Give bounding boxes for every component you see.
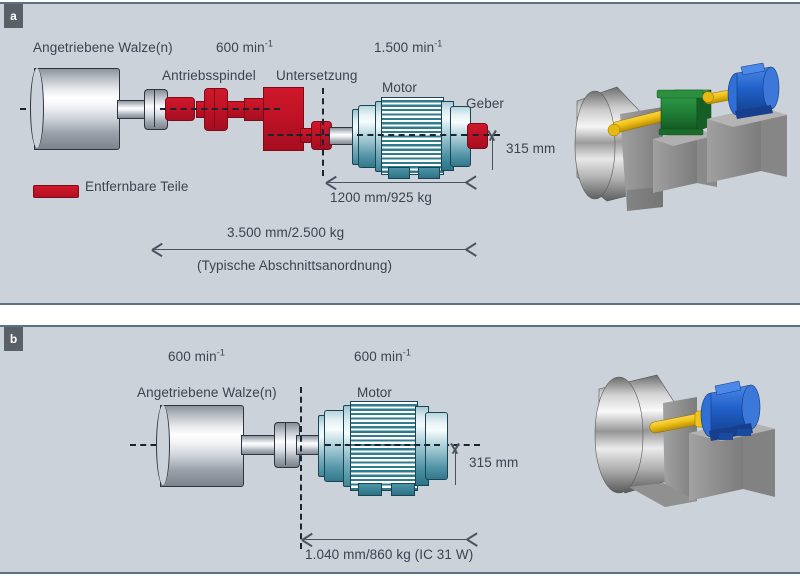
height-dimension-line-a <box>492 136 493 170</box>
coupling-split-line-b <box>285 423 287 465</box>
input-speed-exponent-a: -1 <box>264 38 273 49</box>
motor-non-drive-endshield-b <box>425 412 448 480</box>
motor-cooling-fins-a <box>381 97 444 175</box>
motor-front-reference-line-b <box>300 387 302 549</box>
motor-foot-right-a <box>418 167 440 179</box>
label-arrangement-note: (Typische Abschnittsanordnung) <box>197 258 393 273</box>
input-speed-value-a: 600 min <box>216 40 265 55</box>
panel-a-badge: a <box>4 4 23 28</box>
legend-swatch-removable <box>33 185 79 198</box>
render-a-motor <box>707 62 787 183</box>
render-a-gearbox <box>653 89 717 193</box>
input-speed-value-b: 600 min <box>168 349 217 364</box>
height-dimension-line-b <box>455 449 456 485</box>
panel-b-badge: b <box>4 327 23 351</box>
label-driven-roll-b: Angetriebene Walze(n) <box>137 385 277 400</box>
motor-length-dimension-line-b <box>302 539 467 540</box>
label-motor-speed-a: 1.500 min-1 <box>374 38 443 55</box>
centerline-a-motor <box>268 134 350 136</box>
centerline-a-spindle <box>160 108 280 110</box>
driven-roll-b <box>160 405 244 487</box>
label-reduction-gear: Untersetzung <box>276 68 358 83</box>
label-height-a: 315 mm <box>506 141 556 156</box>
motor-foot-left-b <box>358 483 382 496</box>
driven-roll-a <box>34 68 120 150</box>
label-motor-b: Motor <box>357 385 393 400</box>
total-length-dimension-line <box>152 249 466 250</box>
render-svg-a <box>574 62 787 211</box>
motor-cooling-fins-b <box>350 401 418 491</box>
panel-b: b 600 min-1 600 min-1 Angetriebene Walze… <box>0 325 800 574</box>
label-input-speed-a: 600 min-1 <box>216 38 273 55</box>
render-b-roll-group <box>594 374 697 507</box>
render-b-motor <box>700 380 761 441</box>
label-input-speed-b: 600 min-1 <box>168 347 225 364</box>
roll-break-symbol-a <box>30 68 44 148</box>
label-encoder: Geber <box>466 96 505 111</box>
render-svg-b <box>594 374 775 507</box>
roll-break-symbol-b <box>156 405 170 485</box>
render-scene-b <box>585 367 800 542</box>
motor-axis-b <box>325 444 440 446</box>
render-scene-a <box>565 59 795 259</box>
panel-a: a Angetriebene Walze(n) 600 min-1 Antrie… <box>0 2 800 305</box>
motor-foot-right-b <box>391 483 415 496</box>
label-height-b: 315 mm <box>469 455 519 470</box>
label-drive-spindle: Antriebsspindel <box>162 68 256 83</box>
label-motor-dimension-b: 1.040 mm/860 kg (IC 31 W) <box>305 547 474 562</box>
motor-length-dimension-line <box>326 182 466 183</box>
motor-foot-left-a <box>388 167 410 179</box>
label-motor-a: Motor <box>382 80 418 95</box>
render-a-roll-group <box>574 86 663 211</box>
motor-speed-value-b: 600 min <box>354 349 403 364</box>
label-motor-speed-b: 600 min-1 <box>354 347 411 364</box>
coupling-split-line-a <box>154 90 156 127</box>
motor-speed-value-a: 1.500 min <box>374 40 435 55</box>
legend-label-removable: Entfernbare Teile <box>85 179 189 194</box>
reduction-gear-body <box>263 87 304 151</box>
label-total-dimension-a: 3.500 mm/2.500 kg <box>227 225 345 240</box>
label-driven-roll-a: Angetriebene Walze(n) <box>33 40 173 55</box>
motor-axis-a <box>357 134 467 136</box>
label-motor-dimension-a: 1200 mm/925 kg <box>330 190 432 205</box>
centerline-a-encoder <box>462 134 500 136</box>
motor-front-reference-line-a <box>322 88 324 176</box>
motor-speed-exponent-b: -1 <box>402 347 411 358</box>
input-speed-exponent-b: -1 <box>216 347 225 358</box>
encoder-a <box>467 123 488 149</box>
motor-speed-exponent-a: -1 <box>434 38 443 49</box>
